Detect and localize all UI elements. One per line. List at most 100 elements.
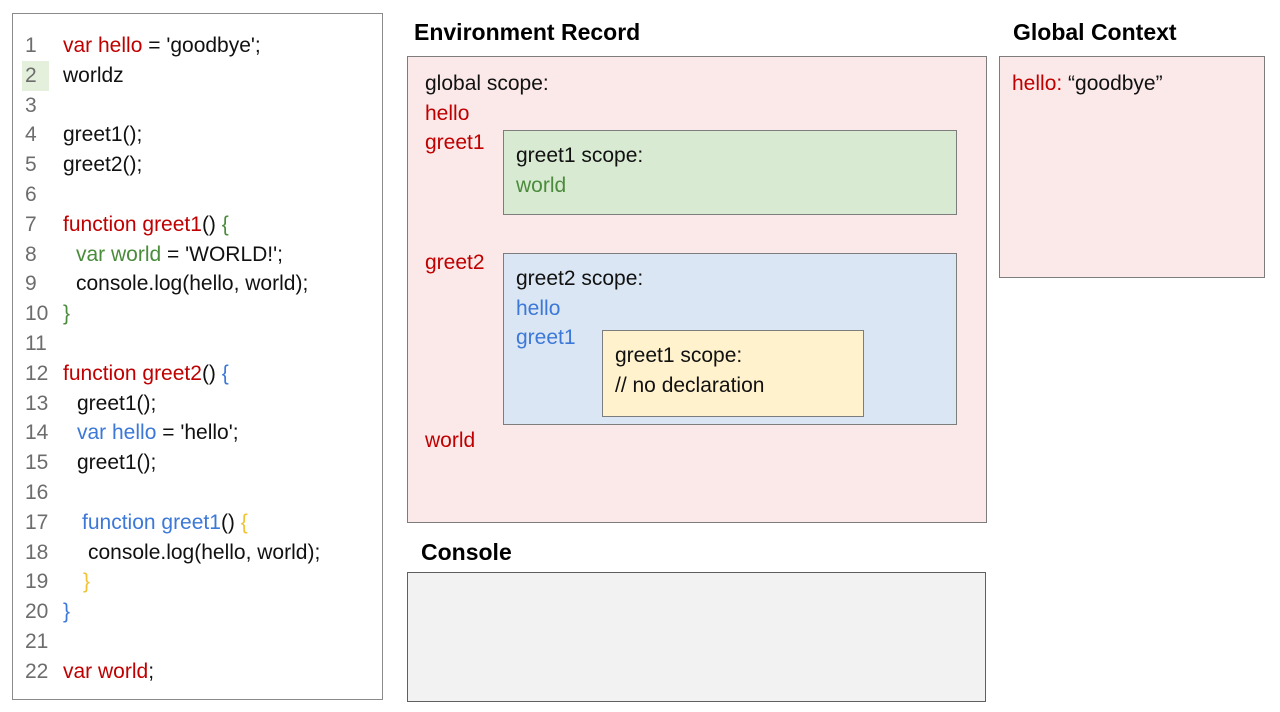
code-token: greet1(); bbox=[77, 451, 157, 475]
code-line: 20} bbox=[13, 597, 382, 627]
global-context-title: Global Context bbox=[1013, 19, 1177, 45]
environment-record-panel: global scope: hello greet1 greet1 scope:… bbox=[407, 56, 987, 523]
line-number: 18 bbox=[25, 540, 49, 564]
code-line: 11 bbox=[13, 329, 382, 359]
console-output-panel bbox=[407, 572, 986, 702]
global-context-panel: hello: “goodbye” bbox=[999, 56, 1265, 278]
code-line: 7 function greet1() { bbox=[13, 210, 382, 240]
global-context-entry-key: hello: bbox=[1012, 72, 1063, 95]
line-number: 17 bbox=[25, 510, 49, 534]
line-number-highlighted: 2 bbox=[22, 60, 49, 91]
code-line: 3 bbox=[13, 91, 382, 121]
code-token: var world bbox=[63, 659, 149, 683]
code-token: = 'WORLD!'; bbox=[161, 242, 283, 266]
code-text: greet1(); bbox=[77, 448, 156, 478]
line-number: 11 bbox=[25, 332, 47, 355]
greet2-scope-label: greet2 scope: bbox=[516, 267, 644, 290]
code-editor-panel: 1 var hello = 'goodbye'; 2 worldz 3 4 greet1()… bbox=[12, 13, 383, 700]
code-token: var hello bbox=[63, 34, 143, 57]
environment-record-title: Environment Record bbox=[414, 19, 641, 45]
code-text: function greet1() { bbox=[63, 210, 229, 240]
code-token: () bbox=[201, 361, 222, 385]
code-token: { bbox=[240, 510, 248, 534]
code-line: 17 function greet1() { bbox=[13, 508, 382, 538]
code-line: 16 bbox=[13, 478, 382, 508]
code-text: } bbox=[83, 567, 90, 597]
global-var-hello: hello bbox=[425, 102, 470, 125]
greet2-var-hello: hello bbox=[516, 297, 561, 320]
code-text: } bbox=[63, 597, 70, 627]
line-number: 15 bbox=[25, 451, 49, 475]
global-context-entry-value: “goodbye” bbox=[1062, 72, 1163, 95]
code-text: var hello = 'hello'; bbox=[77, 418, 239, 448]
global-scope-label: global scope: bbox=[425, 72, 549, 95]
code-text: greet2(); bbox=[63, 150, 142, 180]
code-token: = 'hello'; bbox=[156, 421, 239, 445]
line-number: 5 bbox=[25, 153, 37, 177]
code-token: var world bbox=[76, 242, 162, 266]
code-text: var world; bbox=[63, 657, 154, 687]
code-line: 5 greet2(); bbox=[13, 150, 382, 180]
line-number: 1 bbox=[25, 34, 37, 57]
code-token: () bbox=[220, 510, 241, 534]
greet1-scope-label: greet1 scope: bbox=[516, 144, 644, 167]
code-text: greet1(); bbox=[63, 120, 142, 150]
code-text: function greet1() { bbox=[82, 508, 248, 538]
line-number: 22 bbox=[25, 659, 49, 683]
global-var-greet2: greet2 bbox=[425, 251, 485, 274]
global-var-greet1: greet1 bbox=[425, 131, 485, 154]
code-line: 4 greet1(); bbox=[13, 120, 382, 150]
line-number: 16 bbox=[25, 481, 49, 504]
code-token: function greet1 bbox=[63, 212, 202, 236]
code-line: 14 var hello = 'hello'; bbox=[13, 418, 382, 448]
code-token: { bbox=[221, 212, 229, 236]
code-line: 6 bbox=[13, 180, 382, 210]
code-line: 15 greet1(); bbox=[13, 448, 382, 478]
code-token: function greet2 bbox=[63, 361, 202, 385]
line-number: 4 bbox=[25, 123, 37, 147]
code-line: 19} bbox=[13, 567, 382, 597]
code-token: } bbox=[63, 600, 71, 624]
code-line: 1 var hello = 'goodbye'; bbox=[13, 31, 382, 61]
code-token: greet2(); bbox=[63, 153, 143, 177]
code-line: 8 var world = 'WORLD!'; bbox=[13, 240, 382, 270]
code-token: = 'goodbye'; bbox=[142, 34, 261, 57]
code-line: 13 greet1(); bbox=[13, 389, 382, 419]
line-number: 6 bbox=[25, 183, 37, 206]
line-number: 13 bbox=[25, 391, 49, 415]
code-text: worldz bbox=[63, 61, 124, 91]
code-token: { bbox=[221, 361, 229, 385]
code-token: } bbox=[63, 302, 71, 326]
code-token: console.log(hello, world); bbox=[88, 540, 321, 564]
code-line: 22 var world; bbox=[13, 657, 382, 687]
code-token: greet1(); bbox=[63, 123, 143, 147]
global-var-world: world bbox=[425, 429, 476, 452]
code-token: () bbox=[201, 212, 222, 236]
line-number: 8 bbox=[25, 242, 37, 266]
code-text: greet1(); bbox=[77, 389, 156, 419]
code-line: 2 worldz bbox=[13, 60, 382, 91]
greet1-scope-box: greet1 scope: world bbox=[503, 130, 957, 215]
code-line: 18 console.log(hello, world); bbox=[13, 538, 382, 568]
inner-greet1-scope-box: greet1 scope: // no declaration bbox=[602, 330, 864, 417]
code-token: greet1(); bbox=[77, 391, 157, 415]
code-token: function greet1 bbox=[82, 510, 221, 534]
greet2-var-greet1: greet1 bbox=[516, 326, 576, 349]
line-number: 14 bbox=[25, 421, 49, 445]
code-token: console.log(hello, world); bbox=[76, 272, 309, 296]
code-token: worldz bbox=[63, 63, 124, 87]
line-number: 7 bbox=[25, 212, 37, 236]
line-number: 10 bbox=[25, 302, 49, 326]
greet2-scope-box: greet2 scope: hello greet1 greet1 scope:… bbox=[503, 253, 957, 425]
code-text: var hello = 'goodbye'; bbox=[63, 31, 261, 61]
line-number: 21 bbox=[25, 630, 49, 653]
code-text: function greet2() { bbox=[63, 359, 229, 389]
line-number: 12 bbox=[25, 361, 49, 385]
code-line: 12 function greet2() { bbox=[13, 359, 382, 389]
code-text: } bbox=[63, 299, 70, 329]
line-number: 20 bbox=[25, 600, 49, 624]
code-line: 21 bbox=[13, 627, 382, 657]
line-number: 3 bbox=[25, 93, 37, 117]
